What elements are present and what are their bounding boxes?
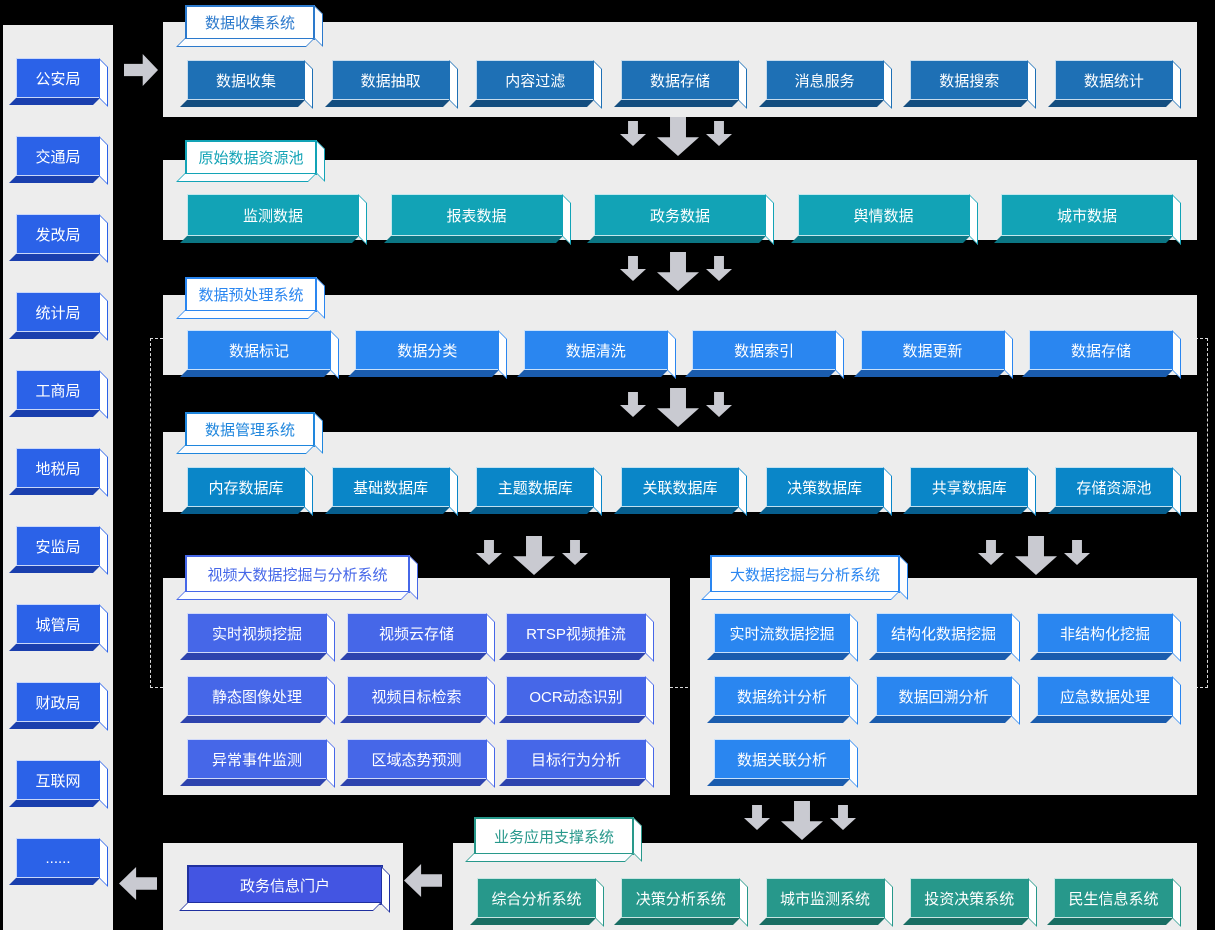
pool-panel: 监测数据 报表数据 政务数据 舆情数据 城市数据 [163, 160, 1197, 240]
preprocess-node: 数据存储 [1028, 330, 1173, 370]
preprocess-node: 数据清洗 [523, 330, 668, 370]
block-arrow-down-icon [781, 801, 823, 840]
preprocess-node: 数据分类 [355, 330, 500, 370]
bigdata-node: 非结构化挖掘 [1037, 613, 1173, 653]
org-node: 交通局 [16, 136, 100, 176]
video-panel: 实时视频挖掘 视频云存储 RTSP视频推流 静态图像处理 视频目标检索 OCR动… [163, 578, 670, 795]
support-node: 决策分析系统 [621, 878, 741, 918]
collect-node: 数据存储 [620, 60, 739, 100]
video-node: 异常事件监测 [187, 739, 327, 779]
portal-node: 政务信息门户 [187, 865, 383, 905]
block-arrow-down-icon [706, 256, 732, 281]
org-node: ...... [16, 838, 100, 878]
pool-title: 原始数据资源池 [185, 140, 317, 175]
manage-node: 存储资源池 [1054, 467, 1173, 507]
block-arrow-down-icon [830, 805, 856, 830]
block-arrow-left-icon [119, 867, 157, 900]
video-node: RTSP视频推流 [506, 613, 646, 653]
support-node: 综合分析系统 [477, 878, 596, 918]
collect-title: 数据收集系统 [185, 5, 315, 40]
pool-node: 监测数据 [187, 194, 359, 236]
support-node: 城市监测系统 [765, 878, 885, 918]
block-arrow-down-icon [620, 256, 646, 281]
manage-node: 共享数据库 [910, 467, 1029, 507]
video-node: 区域态势预测 [346, 739, 487, 779]
collect-panel: 数据收集 数据抽取 内容过滤 数据存储 消息服务 数据搜索 数据统计 [163, 22, 1197, 117]
org-node: 城管局 [16, 604, 100, 644]
video-node: 静态图像处理 [187, 676, 327, 716]
collect-node: 数据搜索 [910, 60, 1029, 100]
block-arrow-down-icon [620, 121, 646, 146]
bigdata-node: 实时流数据挖掘 [714, 613, 850, 653]
org-node: 财政局 [16, 682, 100, 722]
org-node: 安监局 [16, 526, 100, 566]
org-node: 公安局 [16, 58, 100, 98]
block-arrow-down-icon [744, 805, 770, 830]
bigdata-panel: 实时流数据挖掘 结构化数据挖掘 非结构化挖掘 数据统计分析 数据回溯分析 应急数… [690, 578, 1197, 795]
block-arrow-down-icon [706, 121, 732, 146]
manage-node: 主题数据库 [476, 467, 595, 507]
pool-node: 报表数据 [390, 194, 563, 236]
bigdata-node: 数据关联分析 [714, 739, 850, 779]
support-panel: 综合分析系统 决策分析系统 城市监测系统 投资决策系统 民生信息系统 [453, 843, 1197, 930]
manage-node: 基础数据库 [331, 467, 450, 507]
pool-node: 舆情数据 [797, 194, 970, 236]
manage-node: 决策数据库 [765, 467, 884, 507]
collect-node: 内容过滤 [476, 60, 595, 100]
manage-panel: 内存数据库 基础数据库 主题数据库 关联数据库 决策数据库 共享数据库 存储资源… [163, 432, 1197, 512]
bigdata-node: 数据回溯分析 [875, 676, 1012, 716]
preprocess-node: 数据索引 [692, 330, 837, 370]
support-node: 民生信息系统 [1054, 878, 1173, 918]
block-arrow-down-icon [657, 252, 699, 291]
pool-node: 城市数据 [1001, 194, 1173, 236]
org-node: 互联网 [16, 760, 100, 800]
video-node: 实时视频挖掘 [187, 613, 327, 653]
pool-node: 政务数据 [594, 194, 766, 236]
org-node: 统计局 [16, 292, 100, 332]
org-sidebar-panel: 公安局 交通局 发改局 统计局 工商局 地税局 安监局 城管局 财政局 互联网 … [3, 25, 113, 930]
collect-node: 数据收集 [187, 60, 305, 100]
bigdata-node: 数据统计分析 [714, 676, 850, 716]
preprocess-title: 数据预处理系统 [185, 277, 317, 312]
bigdata-node: 应急数据处理 [1037, 676, 1173, 716]
bigdata-title: 大数据挖掘与分析系统 [710, 555, 900, 593]
preprocess-panel: 数据标记 数据分类 数据清洗 数据索引 数据更新 数据存储 [163, 295, 1197, 375]
support-title: 业务应用支撑系统 [474, 817, 634, 855]
bigdata-node: 结构化数据挖掘 [875, 613, 1012, 653]
org-node: 工商局 [16, 370, 100, 410]
block-arrow-right-icon [124, 54, 158, 86]
portal-panel: 政务信息门户 [163, 843, 403, 930]
block-arrow-left-icon [404, 864, 442, 897]
preprocess-node: 数据标记 [187, 330, 331, 370]
collect-node: 消息服务 [765, 60, 884, 100]
video-node: 视频目标检索 [346, 676, 487, 716]
collect-node: 数据统计 [1054, 60, 1173, 100]
org-node: 发改局 [16, 214, 100, 254]
block-arrow-down-icon [657, 117, 699, 156]
video-node: 视频云存储 [346, 613, 487, 653]
manage-node: 关联数据库 [620, 467, 739, 507]
video-title: 视频大数据挖掘与分析系统 [185, 555, 410, 593]
manage-node: 内存数据库 [187, 467, 305, 507]
video-node: OCR动态识别 [506, 676, 646, 716]
preprocess-node: 数据更新 [860, 330, 1005, 370]
support-node: 投资决策系统 [909, 878, 1029, 918]
manage-title: 数据管理系统 [185, 412, 315, 447]
org-node: 地税局 [16, 448, 100, 488]
collect-node: 数据抽取 [331, 60, 450, 100]
video-node: 目标行为分析 [506, 739, 646, 779]
